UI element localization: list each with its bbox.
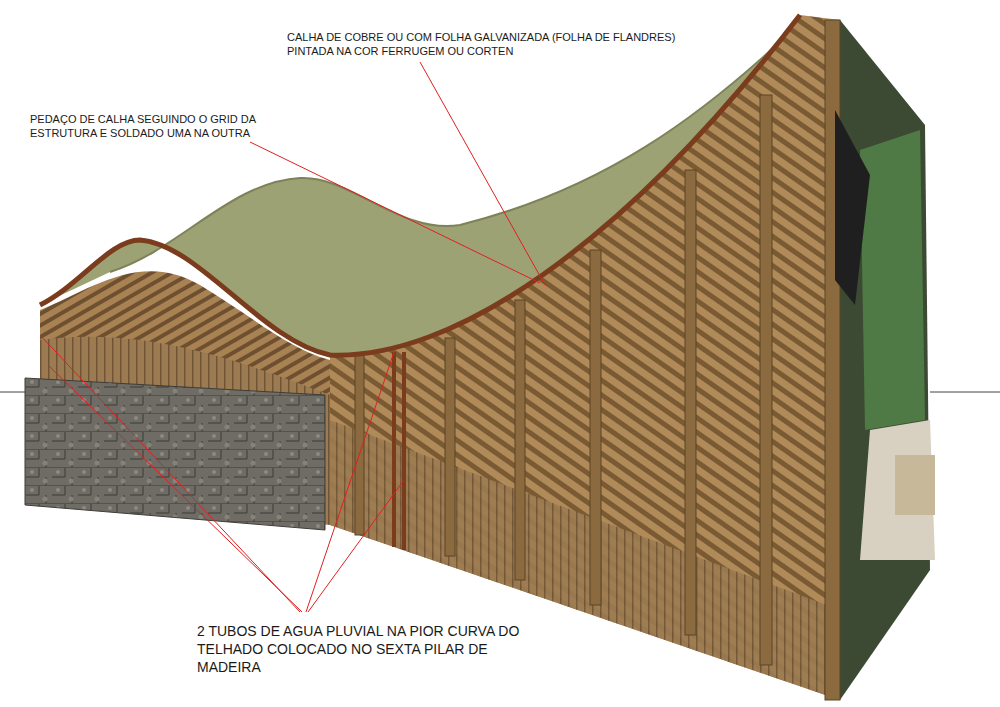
annotation-label: 2 TUBOS DE AGUA PLUVIAL NA PIOR CURVA DO…: [197, 622, 527, 677]
annotation-label: CALHA DE COBRE OU COM FOLHA GALVANIZADA …: [287, 30, 707, 59]
annotation-label: PEDAÇO DE CALHA SEGUINDO O GRID DA ESTRU…: [30, 112, 320, 141]
